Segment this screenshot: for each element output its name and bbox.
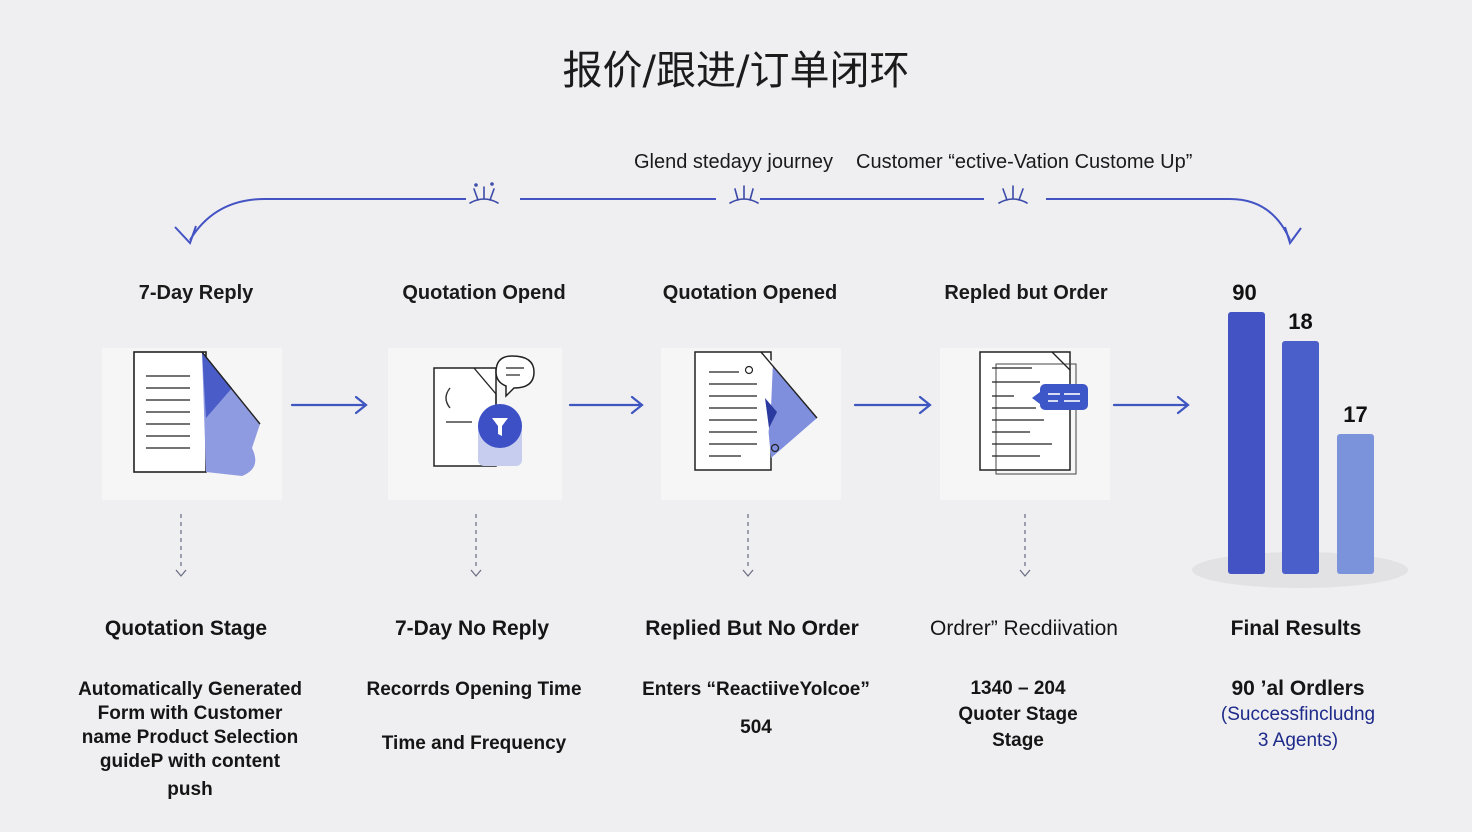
document-icon: [694, 351, 818, 471]
results-bar-chart: 90 18 17: [1200, 280, 1400, 576]
journey-arc: [174, 182, 1302, 246]
stage-name: Replied But No Order: [645, 617, 859, 640]
chevron-down-icon: [175, 569, 187, 577]
chart-data-label: 90: [1232, 280, 1257, 305]
flow-arrow-3: [853, 395, 932, 415]
stage-top-label: Repled but Order: [944, 282, 1108, 304]
flow-arrow-4: [1112, 395, 1190, 415]
stage-name: Quotation Stage: [104, 617, 268, 640]
sparkle-icon: [729, 185, 759, 204]
flow-arrow-1: [290, 395, 368, 415]
chevron-down-icon: [470, 569, 482, 577]
stage-top-label: Quotation Opened: [662, 282, 838, 304]
document-tag-icon: [979, 351, 1088, 475]
document-icon: [133, 351, 261, 476]
stage-description: 1340 – 204 Quoter Stage Stage: [958, 678, 1078, 751]
flow-arrows: [290, 395, 1190, 415]
stage-description: Enters “ReactiiveYolcoe” 504: [642, 679, 870, 738]
chart-bar: [1337, 434, 1374, 574]
sparkle-icon: [469, 182, 499, 204]
journey-arrowhead-left: [174, 225, 197, 245]
final-description: 90 ’al Ordlers (Successfincludng 3 Agent…: [1220, 677, 1376, 751]
stage-top-label: 7-Day Reply: [138, 282, 254, 304]
stage-card-replied: [661, 348, 841, 500]
stage-description: Recorrds Opening Time Time and Frequency: [366, 679, 582, 754]
page-title: 报价/跟进/订单闭环: [562, 48, 910, 94]
chevron-down-icon: [742, 569, 754, 577]
chevron-down-icon: [1019, 569, 1031, 577]
stage-description: Automatically Generated Form with Custom…: [78, 679, 302, 800]
flow-arrow-2: [568, 395, 644, 415]
journey-arrowhead-right: [1284, 226, 1302, 246]
document-chat-icon: [433, 355, 535, 467]
journey-line-left: [189, 198, 466, 241]
stage-card-no-reply: [388, 348, 562, 500]
sparkle-icon: [998, 185, 1028, 204]
stage-card-quotation: [102, 348, 282, 500]
stage-card-reactivation: [940, 348, 1110, 500]
journey-label-left: Glend stedayy journey: [634, 151, 834, 173]
stage-top-label: Quotation Opend: [402, 282, 566, 304]
chart-bar: [1228, 312, 1265, 574]
stage-name: 7-Day No Reply: [394, 617, 550, 640]
chart-bar: [1282, 341, 1319, 574]
dashed-connectors: [175, 514, 1031, 577]
journey-label-right: Customer “ective-Vation Custome Up”: [856, 151, 1193, 173]
stage-name: Ordrer” Recdiivation: [930, 617, 1118, 640]
chart-data-label: 18: [1288, 309, 1313, 334]
final-stage-name: Final Results: [1230, 617, 1362, 640]
journey-line-right: [1046, 198, 1291, 241]
chart-data-label: 17: [1343, 402, 1368, 427]
